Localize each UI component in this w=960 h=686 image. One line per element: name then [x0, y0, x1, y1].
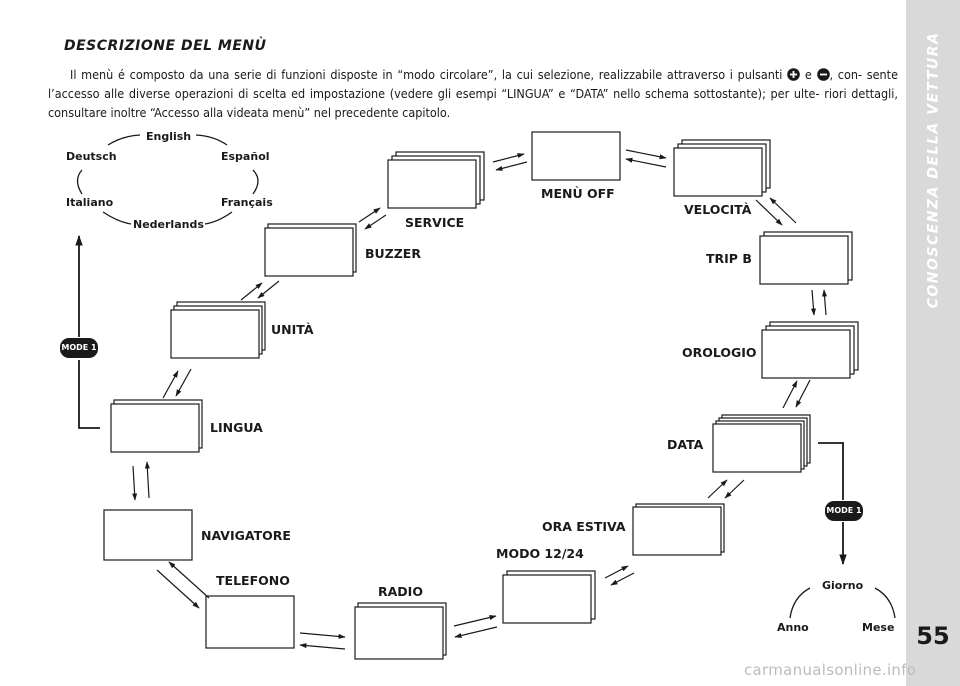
screen-data: [712, 414, 811, 473]
label-buzzer: BUZZER: [365, 246, 421, 261]
plus-button-icon: [787, 68, 800, 81]
label-modo-1224: MODO 12/24: [496, 546, 584, 561]
label-menu-off: MENÙ OFF: [541, 186, 615, 201]
page-number: 55: [916, 622, 950, 650]
section-heading: DESCRIZIONE DEL MENÙ: [64, 38, 267, 54]
screen-lingua: [110, 399, 203, 453]
lang-nederlands: Nederlands: [133, 218, 204, 231]
screen-modo-1224: [502, 570, 596, 624]
date-anno: Anno: [777, 621, 809, 634]
screen-menu-off: [531, 131, 621, 181]
nav-arrows: [132, 149, 828, 650]
label-service: SERVICE: [405, 215, 465, 230]
lang-english: English: [146, 130, 192, 143]
mode-badge-right: MODE 1: [826, 506, 862, 515]
label-lingua: LINGUA: [210, 420, 263, 435]
label-navigatore: NAVIGATORE: [201, 528, 291, 543]
lang-espanol: Español: [221, 150, 270, 163]
intro-text-2: , con- sente l’accesso alle diverse oper…: [48, 67, 898, 120]
lang-italiano: Italiano: [66, 196, 114, 209]
lang-deutsch: Deutsch: [66, 150, 117, 163]
intro-text-and: e: [804, 67, 812, 82]
screen-unita: [170, 301, 266, 359]
screen-buzzer: [264, 223, 357, 277]
mode-badge-left: MODE 1: [61, 343, 97, 352]
label-radio: RADIO: [378, 584, 423, 599]
screen-radio: [354, 602, 447, 660]
screen-trip-b: [759, 231, 853, 285]
screen-service: [387, 151, 485, 209]
minus-button-icon: [816, 68, 830, 81]
screen-telefono: [205, 595, 295, 649]
screen-ora-estiva: [632, 503, 725, 556]
label-telefono: TELEFONO: [216, 573, 290, 588]
chapter-title: CONOSCENZA DELLA VETTURA: [906, 32, 960, 309]
label-unita: UNITÀ: [271, 322, 314, 337]
date-cycle-arcs: [789, 587, 896, 619]
side-band: [906, 0, 960, 686]
lang-francais: Français: [221, 196, 273, 209]
label-trip-b: TRIP B: [706, 251, 752, 266]
intro-text-1: Il menù é composto da una serie di funzi…: [70, 67, 783, 82]
screen-navigatore: [103, 509, 193, 561]
intro-paragraph: Il menù é composto da una serie di funzi…: [48, 65, 898, 122]
date-giorno: Giorno: [822, 579, 864, 592]
menu-diagram: [60, 131, 896, 660]
label-data: DATA: [667, 437, 704, 452]
language-cycle-arcs: [76, 134, 259, 225]
watermark-text: carmanualsonline.info: [744, 661, 917, 679]
mode-connector-left: [60, 234, 100, 429]
screen-orologio: [761, 321, 859, 379]
date-mese: Mese: [862, 621, 895, 634]
screen-velocita: [673, 139, 771, 197]
chapter-title-text: CONOSCENZA DELLA VETTURA: [925, 31, 941, 309]
label-orologio: OROLOGIO: [682, 345, 757, 360]
label-velocita: VELOCITÀ: [684, 202, 752, 217]
label-ora-estiva: ORA ESTIVA: [542, 519, 626, 534]
mode-connector-right: [818, 442, 863, 566]
